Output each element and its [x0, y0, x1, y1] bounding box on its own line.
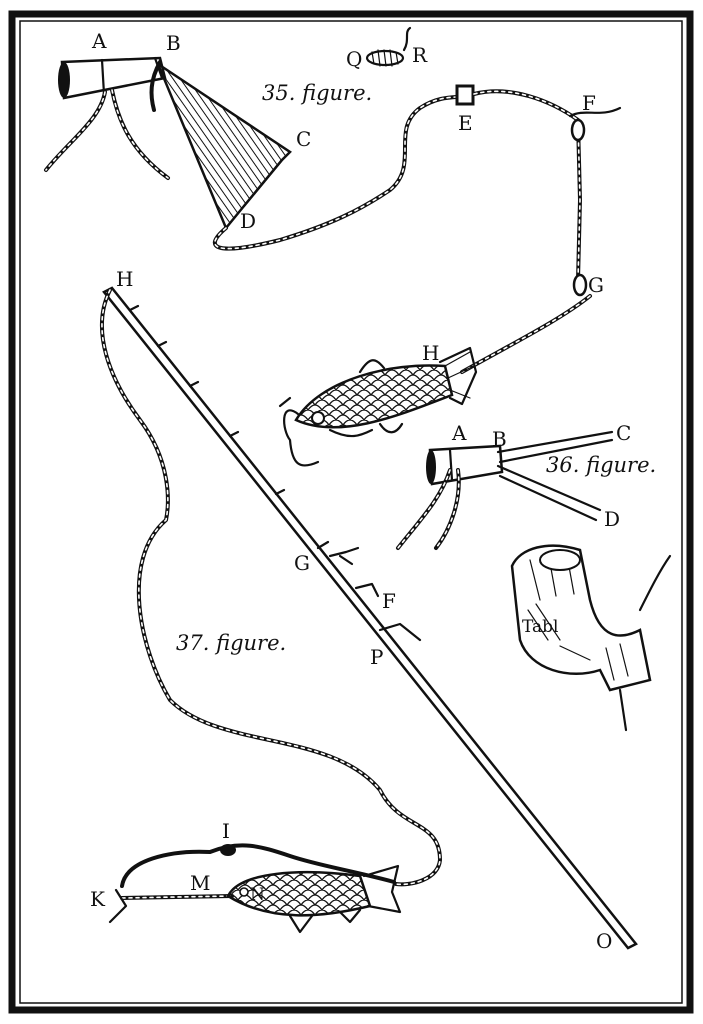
fish-hook-35: [278, 396, 320, 467]
label-37-o: O: [596, 929, 612, 953]
label-35-q: Q: [346, 47, 362, 71]
tie-p: [378, 622, 422, 642]
rolled-scroll: Tabl: [510, 544, 672, 732]
line-end-a-left: [44, 90, 107, 172]
rod-tip-c: [496, 430, 614, 464]
label-37-g: G: [294, 551, 310, 575]
label-35-c: C: [296, 127, 311, 151]
label-37-p: P: [370, 645, 383, 669]
rod-ties: [128, 304, 330, 550]
tie-g: [328, 546, 360, 566]
label-35-r: R: [412, 43, 428, 67]
label-36-c: C: [616, 421, 631, 445]
knot-k: [108, 888, 128, 924]
knot-f: [568, 106, 622, 118]
label-36-b: B: [492, 427, 507, 451]
label-37-k: K: [90, 887, 106, 911]
label-35-g: G: [588, 273, 604, 297]
label-35-a: A: [91, 29, 107, 53]
label-37-n: N: [250, 885, 265, 905]
label-37-m: M: [190, 871, 210, 895]
fish-35: [294, 346, 478, 438]
caption-figure-37: 37. figure.: [176, 631, 286, 655]
label-37-f: F: [382, 589, 396, 613]
label-35-f: F: [582, 91, 596, 115]
label-35-e: E: [458, 111, 473, 135]
line-end-a-right: [110, 88, 170, 180]
label-37-h: H: [116, 267, 133, 291]
caption-figure-35: 35. figure.: [262, 81, 372, 105]
label-35-h: H: [422, 341, 439, 365]
label-36-a: A: [451, 421, 467, 445]
scroll-inscription: Tabl: [522, 617, 558, 637]
swivel-q-r: [365, 26, 412, 67]
label-37-i: I: [222, 819, 230, 843]
rod-handle-36: [426, 444, 504, 486]
figure-35: A B C D E F G H Q R 35. figure.: [44, 26, 622, 467]
tie-f: [354, 582, 380, 598]
long-rod: [102, 286, 638, 950]
label-36-d: D: [604, 507, 620, 531]
caption-figure-36: 36. figure.: [546, 453, 656, 477]
label-35-d: D: [240, 209, 256, 233]
fish-37: [226, 864, 402, 934]
figure-36: A B C D 36. figure.: [396, 421, 656, 550]
swivel-e: [455, 84, 475, 106]
loop-i: [120, 843, 396, 888]
figure-37: H G F P I M N K O 37. figure.: [90, 267, 638, 953]
rod-tip-d: [496, 464, 602, 522]
plate-border: [8, 10, 694, 1014]
label-35-b: B: [166, 31, 181, 55]
